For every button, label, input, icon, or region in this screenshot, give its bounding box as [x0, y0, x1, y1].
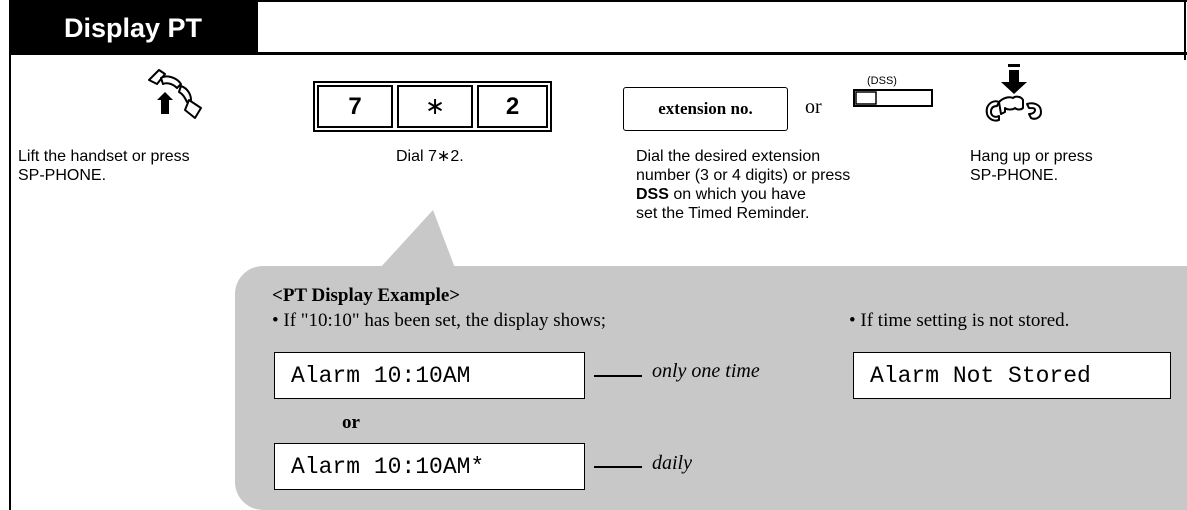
extension-number-box[interactable]: extension no. [623, 87, 788, 131]
extension-caption-line3-rest: on which you have [668, 186, 806, 203]
lift-caption-line1: Lift the handset or press [18, 148, 190, 165]
hangup-caption-line2: SP-PHONE. [970, 167, 1059, 184]
or-label-bold: or [342, 412, 360, 433]
dial-caption: Dial 7∗2. [396, 148, 464, 165]
frame-right-border [1184, 0, 1186, 60]
dss-label: (DSS) [867, 75, 897, 87]
display-example-title: <PT Display Example> [272, 285, 461, 306]
dss-button-icon[interactable] [853, 89, 933, 107]
extension-caption-line2: number (3 or 4 digits) or press [636, 167, 851, 184]
dial-key-7[interactable]: 7 [317, 85, 393, 128]
note-only-one-time: only one time [652, 360, 760, 382]
extension-caption-line1: Dial the desired extension [636, 148, 821, 165]
note-daily: daily [652, 452, 692, 474]
dash-daily [594, 466, 642, 468]
bullet-time-set: • If "10:10" has been set, the display s… [272, 310, 607, 331]
dash-once [594, 375, 642, 377]
lcd-alarm-daily: Alarm 10:10AM* [274, 443, 585, 490]
lcd-alarm-once: Alarm 10:10AM [274, 352, 585, 399]
bullet-not-stored: • If time setting is not stored. [849, 310, 1070, 331]
frame-left-border [9, 0, 11, 510]
on-hook-handset-icon [985, 64, 1042, 122]
extension-caption-line3: DSS on which you have [636, 185, 806, 204]
title-rule [9, 52, 1187, 55]
lcd-alarm-not-stored: Alarm Not Stored [853, 352, 1171, 399]
dss-bold-text: DSS [636, 186, 669, 203]
section-title: Display PT [9, 0, 258, 54]
or-label: or [805, 96, 822, 118]
dial-key-star[interactable]: ∗ [397, 85, 473, 128]
off-hook-handset-icon [148, 69, 202, 119]
extension-caption-line4: set the Timed Reminder. [636, 205, 810, 222]
lift-caption-line2: SP-PHONE. [18, 167, 107, 184]
hangup-caption-line1: Hang up or press [970, 148, 1093, 165]
frame-top-border [9, 0, 1187, 2]
dial-key-group [313, 81, 552, 132]
dial-key-2[interactable]: 2 [477, 85, 548, 128]
